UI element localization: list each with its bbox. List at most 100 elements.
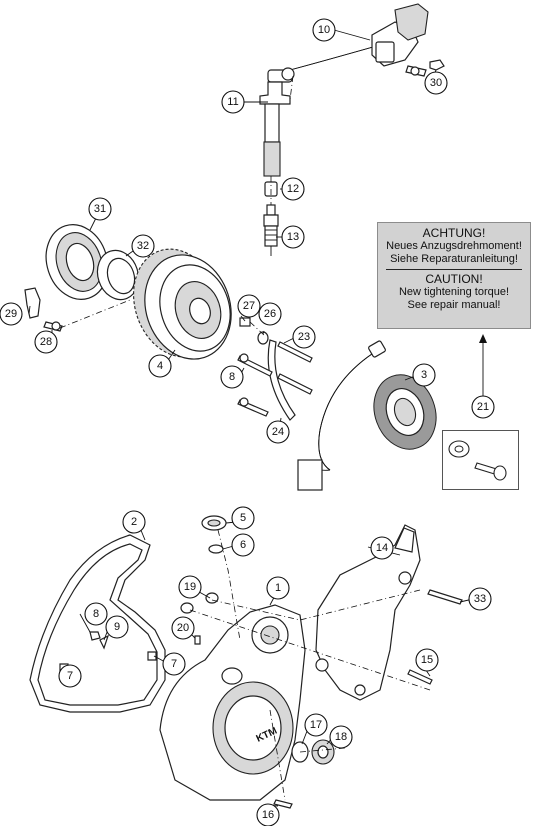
callout-9: 9 — [105, 615, 129, 639]
bolt-16 — [273, 799, 293, 809]
svg-text:12: 12 — [287, 183, 299, 195]
notice-de-title: ACHTUNG! — [422, 226, 486, 240]
callout-24: 24 — [266, 420, 290, 444]
callout-2: 2 — [122, 510, 146, 534]
callout-16: 16 — [256, 803, 280, 826]
pin-23 — [277, 341, 313, 363]
svg-text:18: 18 — [335, 731, 347, 743]
svg-text:16: 16 — [262, 809, 274, 821]
svg-text:8: 8 — [229, 371, 235, 383]
ignition-cover: KTM — [159, 604, 306, 801]
svg-text:15: 15 — [421, 654, 433, 666]
callout-10: 10 — [312, 18, 336, 42]
svg-text:2: 2 — [131, 516, 137, 528]
svg-text:27: 27 — [243, 300, 255, 312]
rotor-cover-plate — [45, 224, 109, 300]
callout-20: 20 — [171, 616, 195, 640]
notice-de-line2: Siehe Reparaturanleitung! — [390, 252, 518, 265]
svg-text:4: 4 — [157, 360, 163, 372]
stator — [297, 340, 437, 491]
svg-text:31: 31 — [94, 203, 106, 215]
o-ring-6 — [208, 544, 224, 554]
svg-text:32: 32 — [137, 240, 149, 252]
svg-text:26: 26 — [264, 308, 276, 320]
svg-text:24: 24 — [272, 426, 284, 438]
pin-8-lower — [89, 631, 101, 641]
ring-gear — [96, 249, 140, 301]
svg-text:29: 29 — [5, 308, 17, 320]
callout-31: 31 — [88, 197, 112, 221]
chain-guide-24 — [267, 339, 296, 421]
svg-text:9: 9 — [114, 621, 120, 633]
svg-text:1: 1 — [275, 582, 281, 594]
callout-17: 17 — [304, 713, 328, 737]
notice-en-line1: New tightening torque! — [398, 286, 510, 298]
svg-text:7: 7 — [171, 658, 177, 670]
bolt-7-right — [147, 651, 157, 661]
callout-11: 11 — [221, 90, 245, 114]
bolt-28 — [43, 321, 63, 332]
nut-27 — [239, 317, 251, 327]
detail-box-21 — [442, 430, 519, 490]
notice-divider — [386, 269, 522, 270]
bracket-29 — [24, 287, 41, 319]
callout-21: 21 — [471, 395, 495, 419]
svg-text:7: 7 — [67, 670, 73, 682]
pin-9 — [99, 634, 110, 650]
notice-en-line2: See repair manual! — [407, 298, 501, 311]
callout-5: 5 — [231, 506, 255, 530]
callout-19: 19 — [178, 575, 202, 599]
svg-text:14: 14 — [376, 542, 388, 554]
flywheel-rotor — [133, 248, 232, 360]
svg-text:6: 6 — [240, 539, 246, 551]
callout-28: 28 — [34, 330, 58, 354]
callout-3: 3 — [412, 363, 436, 387]
callout-33: 33 — [468, 587, 492, 611]
callout-26: 26 — [258, 302, 282, 326]
notice-en-title: CAUTION! — [425, 272, 483, 286]
svg-text:13: 13 — [287, 231, 299, 243]
coil-bolt — [405, 59, 445, 77]
svg-text:33: 33 — [474, 593, 486, 605]
callout-30: 30 — [424, 71, 448, 95]
plug-18 — [311, 739, 335, 765]
callout-12: 12 — [281, 177, 305, 201]
notice-de-line1: Neues Anzugsdrehmoment! — [386, 240, 522, 252]
callout-4: 4 — [148, 354, 172, 378]
spark-plug — [263, 204, 279, 256]
bolt-20 — [194, 635, 201, 645]
bolt-8-upper — [237, 353, 313, 417]
callout-13: 13 — [281, 225, 305, 249]
bolt-33 — [427, 589, 463, 605]
callout-18: 18 — [329, 725, 353, 749]
svg-text:23: 23 — [298, 331, 310, 343]
callout-8-upper: 8 — [220, 365, 244, 389]
callout-15: 15 — [415, 648, 439, 672]
svg-text:8: 8 — [93, 608, 99, 620]
callout-29: 29 — [0, 302, 23, 326]
svg-text:21: 21 — [477, 401, 489, 413]
svg-text:20: 20 — [177, 622, 189, 634]
sprocket-cover — [315, 524, 421, 701]
svg-text:5: 5 — [240, 512, 246, 524]
callout-32: 32 — [131, 234, 155, 258]
ignition-coil — [259, 3, 429, 177]
svg-text:30: 30 — [430, 77, 442, 89]
svg-text:19: 19 — [184, 581, 196, 593]
callout-1: 1 — [266, 576, 290, 600]
svg-text:3: 3 — [421, 369, 427, 381]
callout-8-lower: 8 — [84, 602, 108, 626]
bolt-15 — [407, 669, 433, 685]
washer-26 — [257, 331, 269, 345]
detail-washer-bolt — [448, 440, 507, 481]
callout-7-left: 7 — [58, 664, 82, 688]
svg-text:28: 28 — [40, 336, 52, 348]
callout-14: 14 — [370, 536, 394, 560]
filler-plug-5 — [201, 515, 227, 531]
svg-text:10: 10 — [318, 24, 330, 36]
callout-23: 23 — [292, 325, 316, 349]
torque-notice-box: ACHTUNG! Neues Anzugsdrehmoment! Siehe R… — [377, 222, 531, 329]
svg-text:11: 11 — [227, 96, 238, 108]
svg-text:17: 17 — [310, 719, 322, 731]
